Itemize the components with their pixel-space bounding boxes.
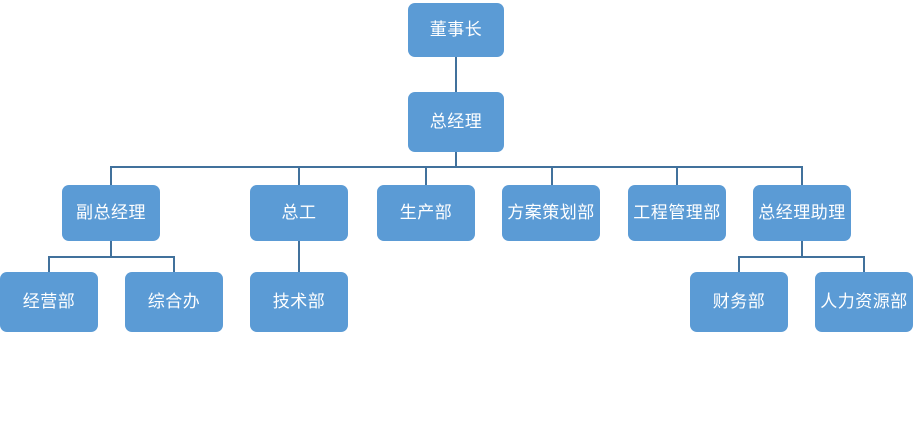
- node-finance-dept-label: 财务部: [712, 292, 766, 312]
- connector-chief-engineer-to-technology: [298, 240, 300, 273]
- node-engineering-mgmt-dept[interactable]: 工程管理部: [628, 185, 726, 241]
- node-general-manager-label: 总经理: [429, 112, 483, 132]
- node-chief-engineer-label: 总工: [281, 203, 317, 223]
- connector-bus-to-planning: [551, 166, 553, 185]
- node-gm-assistant-label: 总经理助理: [758, 203, 846, 223]
- connector-bus-to-engineering-mgmt: [676, 166, 678, 185]
- node-general-affairs-office-label: 综合办: [147, 292, 201, 312]
- connector-gm-assistant-stem: [801, 240, 803, 257]
- node-production-dept[interactable]: 生产部: [377, 185, 475, 241]
- connector-gm-stem: [455, 152, 457, 167]
- node-planning-dept-label: 方案策划部: [507, 203, 595, 223]
- node-chairman[interactable]: 董事长: [408, 3, 504, 57]
- connector-main-bus: [111, 166, 803, 168]
- node-technology-dept-label: 技术部: [272, 292, 326, 312]
- connector-to-finance: [738, 256, 740, 273]
- connector-deputy-gm-bus: [48, 256, 174, 258]
- node-general-manager[interactable]: 总经理: [408, 92, 504, 152]
- connector-bus-to-deputy-gm: [110, 166, 112, 185]
- connector-bus-to-production: [425, 166, 427, 185]
- node-deputy-general-manager-label: 副总经理: [76, 203, 146, 223]
- node-general-affairs-office[interactable]: 综合办: [125, 272, 223, 332]
- node-engineering-mgmt-dept-label: 工程管理部: [633, 203, 721, 223]
- connector-deputy-gm-stem: [110, 240, 112, 257]
- node-production-dept-label: 生产部: [399, 203, 453, 223]
- connector-bus-to-chief-engineer: [298, 166, 300, 185]
- node-technology-dept[interactable]: 技术部: [250, 272, 348, 332]
- connector-gm-assistant-bus: [738, 256, 864, 258]
- node-hr-dept-label: 人力资源部: [820, 292, 908, 312]
- node-hr-dept[interactable]: 人力资源部: [815, 272, 913, 332]
- connector-bus-to-gm-assistant: [801, 166, 803, 185]
- node-finance-dept[interactable]: 财务部: [690, 272, 788, 332]
- node-gm-assistant[interactable]: 总经理助理: [753, 185, 851, 241]
- node-planning-dept[interactable]: 方案策划部: [502, 185, 600, 241]
- connector-to-operations: [48, 256, 50, 273]
- node-deputy-general-manager[interactable]: 副总经理: [62, 185, 160, 241]
- connector-chairman-to-gm: [455, 57, 457, 92]
- connector-to-hr: [863, 256, 865, 273]
- connector-to-general-affairs: [173, 256, 175, 273]
- node-chief-engineer[interactable]: 总工: [250, 185, 348, 241]
- node-operations-dept-label: 经营部: [22, 292, 76, 312]
- node-chairman-label: 董事长: [429, 20, 483, 40]
- node-operations-dept[interactable]: 经营部: [0, 272, 98, 332]
